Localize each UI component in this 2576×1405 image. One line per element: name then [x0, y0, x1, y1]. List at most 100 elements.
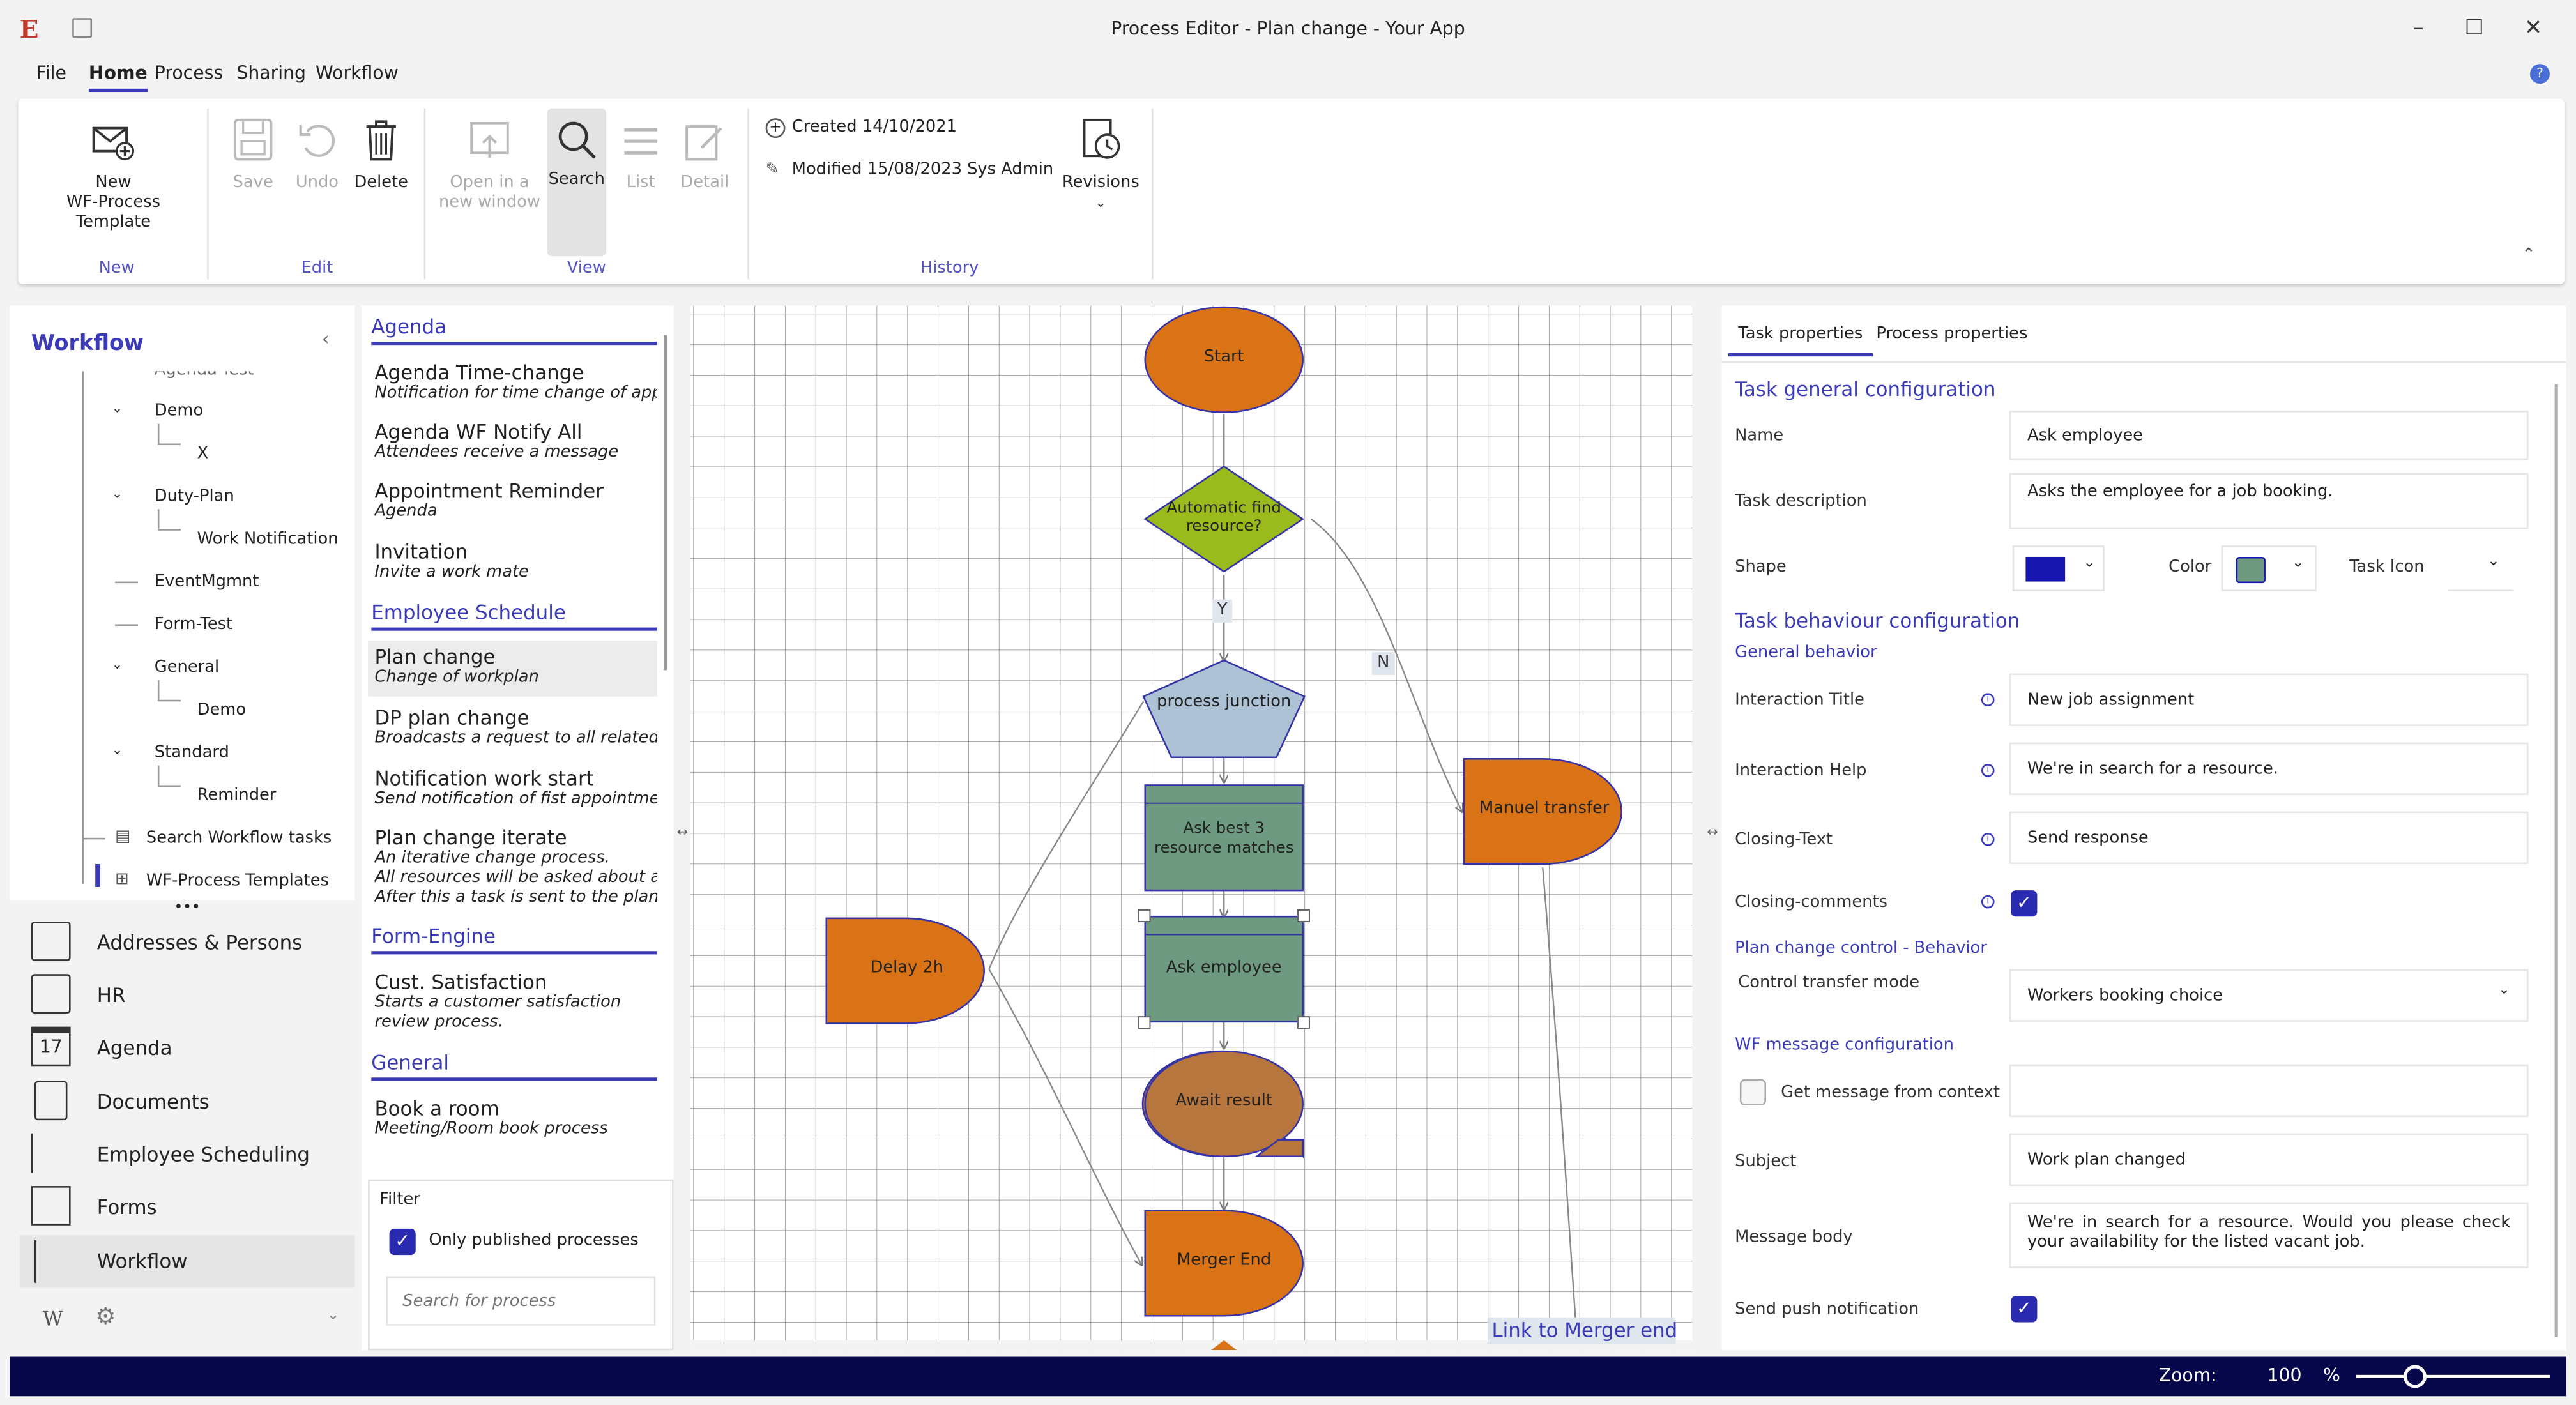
list-icon	[624, 128, 657, 155]
module-forms[interactable]: Forms	[20, 1181, 355, 1233]
splitter[interactable]: ↔	[676, 824, 688, 840]
expand-icon[interactable]: ⌄	[111, 486, 123, 501]
tree-item[interactable]: X	[197, 445, 209, 464]
props-scrollbar[interactable]	[2554, 384, 2558, 1337]
tree-item[interactable]: Form-Test	[154, 616, 233, 634]
tree-item-search-tasks[interactable]: Search Workflow tasks	[146, 829, 332, 848]
ask-best-node[interactable]	[1144, 784, 1304, 892]
closing-comments-checkbox[interactable]: ✓	[2011, 890, 2038, 917]
close-button[interactable]: ✕	[2524, 16, 2543, 42]
detail-button[interactable]: Detail	[675, 118, 735, 194]
only-published-checkbox[interactable]: ✓	[389, 1228, 416, 1256]
help-icon[interactable]: ?	[2530, 64, 2550, 84]
menu-workflow[interactable]: Workflow	[315, 62, 399, 84]
tree-item[interactable]: Standard	[154, 744, 229, 763]
tree-item-templates[interactable]: WF-Process Templates	[146, 872, 329, 891]
minimize-button[interactable]: –	[2412, 16, 2424, 42]
tree-item[interactable]: General	[154, 658, 220, 677]
tree-item[interactable]: Duty-Plan	[154, 487, 234, 506]
interaction-title-input[interactable]: New job assignment	[2009, 673, 2529, 726]
list-button[interactable]: List	[613, 118, 668, 194]
search-button[interactable]: Search	[547, 108, 607, 257]
save-button[interactable]: Save	[224, 115, 283, 194]
tree-item[interactable]: Work Notification	[197, 530, 339, 549]
footer-logo[interactable]: W	[42, 1307, 63, 1331]
delay-node[interactable]	[825, 917, 985, 1024]
expand-icon[interactable]: ⌄	[111, 742, 123, 757]
push-notification-checkbox[interactable]: ✓	[2011, 1296, 2038, 1323]
delete-button[interactable]: Delete	[350, 115, 413, 194]
junction-node[interactable]	[1142, 659, 1306, 759]
message-body-input[interactable]: We're in search for a resource. Would yo…	[2009, 1202, 2529, 1268]
menu-process[interactable]: Process	[154, 62, 224, 84]
tree-item[interactable]: Reminder	[197, 787, 277, 805]
description-input[interactable]: Asks the employee for a job booking.	[2009, 473, 2529, 529]
tab-task-properties[interactable]: Task properties	[1728, 325, 1873, 357]
diagram-canvas[interactable]: Start Automatic find resource? Y N proce…	[690, 305, 1701, 1351]
closing-text-input[interactable]: Send response	[2009, 811, 2529, 864]
maximize-button[interactable]: ☐	[2464, 16, 2484, 42]
open-new-window-button[interactable]: Open in a new window	[436, 118, 544, 213]
menu-file[interactable]: File	[36, 62, 66, 84]
list-scrollbar[interactable]	[664, 335, 667, 671]
task-icon-select[interactable]: ⌄	[2448, 545, 2514, 591]
color-select[interactable]: ⌄	[2221, 545, 2317, 591]
await-node[interactable]	[1141, 1050, 1304, 1158]
shape-select[interactable]: ⌄	[2012, 545, 2105, 591]
expand-icon[interactable]: ⌄	[111, 400, 123, 416]
message-context-input[interactable]	[2009, 1064, 2529, 1118]
manual-transfer-node[interactable]	[1463, 758, 1622, 865]
more-dots-icon[interactable]: •••	[174, 900, 201, 917]
revisions-button[interactable]: Revisions ⌄	[1060, 115, 1142, 213]
chevron-down-icon[interactable]: ⌄	[326, 1307, 340, 1325]
merger-end-node[interactable]	[1144, 1210, 1304, 1317]
interaction-help-input[interactable]: We're in search for a resource.	[2009, 742, 2529, 795]
decision-node-auto-find[interactable]	[1143, 465, 1304, 573]
zoom-slider[interactable]	[2356, 1363, 2550, 1390]
tree-item[interactable]: Agenda-Test	[155, 371, 254, 379]
module-documents[interactable]: Documents	[20, 1076, 355, 1128]
undo-button[interactable]: Undo	[287, 115, 347, 194]
info-icon[interactable]: i	[1981, 833, 1995, 846]
tree-item[interactable]: Demo	[197, 701, 247, 720]
name-input[interactable]: Ask employee	[2009, 411, 2529, 460]
module-workflow[interactable]: Workflow	[19, 1235, 355, 1288]
new-wf-template-button[interactable]: New WF-Process Template	[31, 121, 195, 233]
info-icon[interactable]: i	[1981, 764, 1995, 777]
menu-sharing[interactable]: Sharing	[236, 62, 307, 84]
link-label[interactable]: Link to Merger end b	[1491, 1319, 1676, 1342]
menu-home[interactable]: Home	[88, 63, 148, 93]
expand-icon[interactable]: ⌄	[111, 657, 123, 672]
tree-item[interactable]: EventMgmnt	[154, 573, 259, 591]
module-hr[interactable]: HR	[20, 969, 355, 1022]
settings-gear-icon[interactable]: ⚙	[95, 1304, 116, 1331]
tree-item[interactable]: Demo	[154, 402, 204, 421]
control-transfer-select[interactable]: Workers booking choice ⌄	[2009, 969, 2529, 1022]
collapse-ribbon-icon[interactable]: ⌃	[2522, 246, 2536, 265]
quick-save-icon[interactable]	[72, 18, 93, 38]
subject-input[interactable]: Work plan changed	[2009, 1133, 2529, 1187]
module-addresses[interactable]: Addresses & Persons	[20, 916, 355, 969]
info-icon[interactable]: i	[1981, 693, 1995, 707]
ask-employee-node[interactable]	[1138, 909, 1310, 1029]
splitter[interactable]: ↔	[1707, 824, 1718, 840]
search-process-input[interactable]	[386, 1276, 656, 1326]
tab-process-properties[interactable]: Process properties	[1876, 325, 2028, 344]
collapse-nav-icon[interactable]: ‹	[322, 328, 330, 350]
zoom-slider-knob[interactable]	[2404, 1365, 2427, 1388]
start-node[interactable]	[1144, 306, 1304, 413]
module-employee-scheduling[interactable]: Employee Scheduling	[20, 1128, 355, 1181]
get-message-checkbox[interactable]	[1739, 1079, 1767, 1106]
info-icon[interactable]: i	[1981, 895, 1995, 909]
